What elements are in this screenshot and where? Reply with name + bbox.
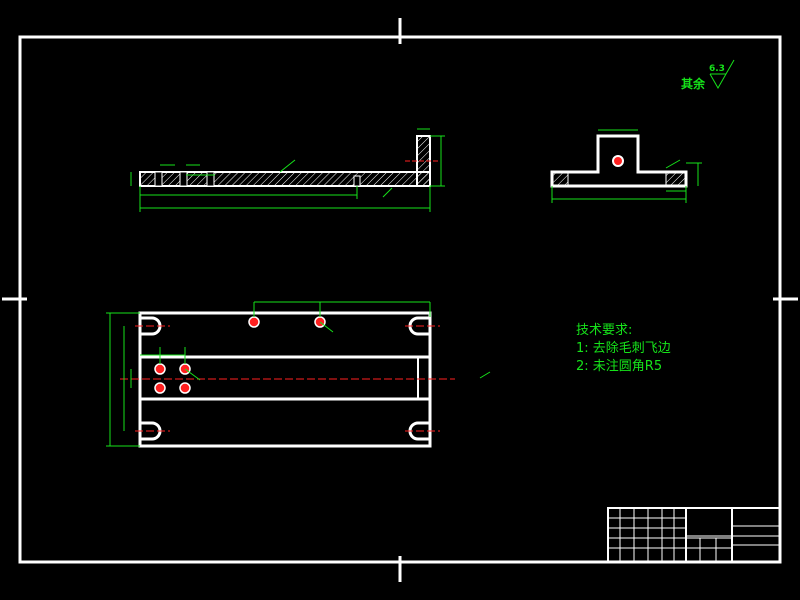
technical-requirement-1: 1: 去除毛刺飞边 <box>576 341 671 356</box>
technical-requirement-2: 2: 未注圆角R5 <box>576 359 663 374</box>
drawing-frame <box>2 18 798 582</box>
plan-view <box>106 301 491 448</box>
surface-roughness-symbol: 其余 6.3 <box>681 59 735 91</box>
side-view <box>550 129 702 203</box>
front-view <box>130 128 445 212</box>
title-block <box>607 507 781 563</box>
roughness-rest-label: 其余 <box>681 76 706 91</box>
technical-requirements-title: 技术要求: <box>576 323 633 338</box>
roughness-value: 6.3 <box>709 64 725 74</box>
